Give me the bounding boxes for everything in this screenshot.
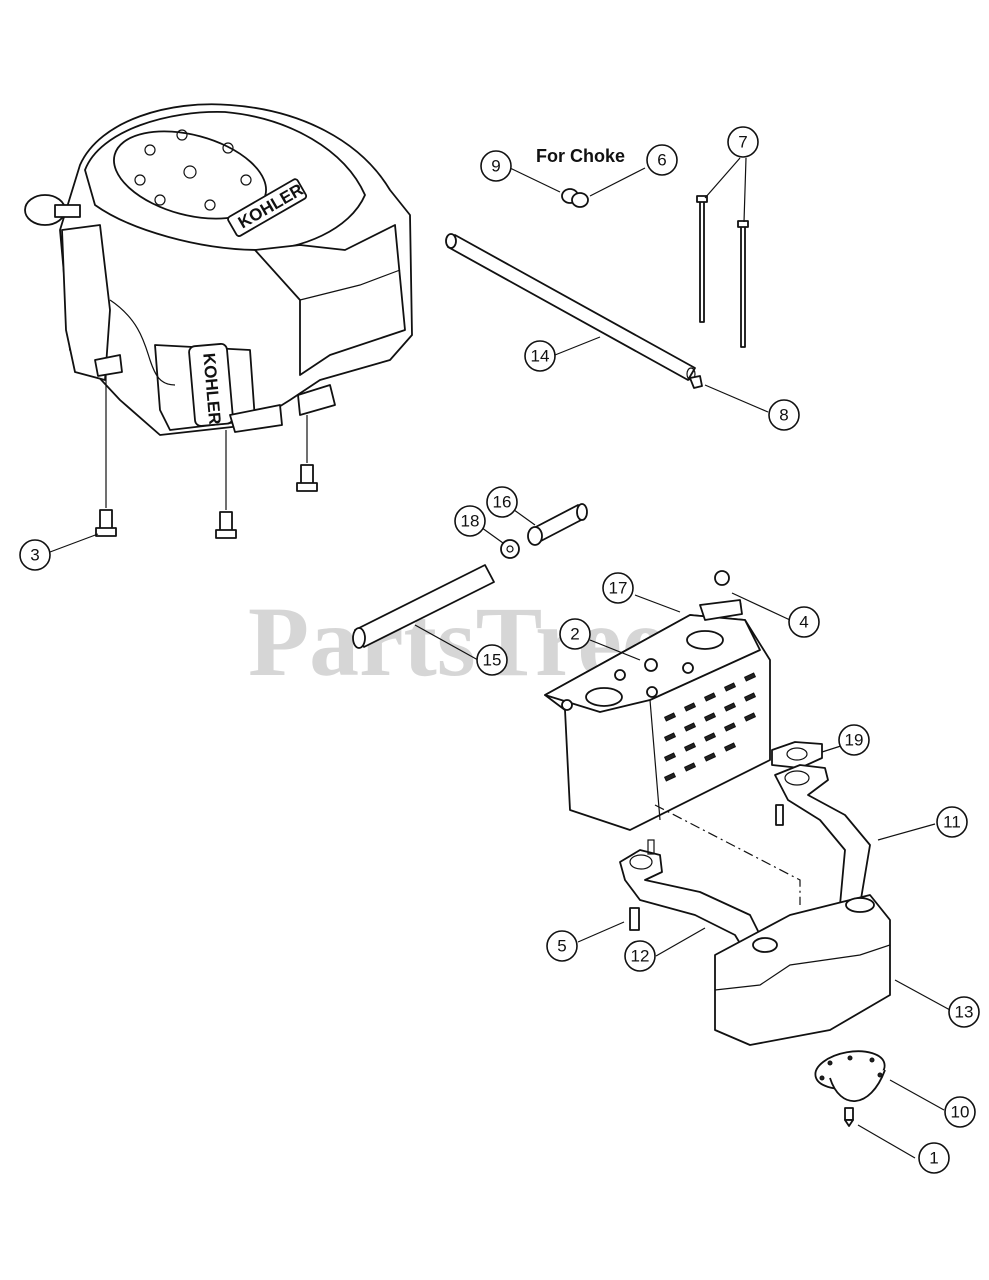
- deflector-part: [814, 1050, 886, 1102]
- clamp-part: [500, 539, 520, 559]
- callout-8: 8: [768, 399, 800, 431]
- svg-text:17: 17: [609, 579, 628, 598]
- engine-assembly: KOHLER KOHLER: [24, 103, 413, 436]
- svg-text:18: 18: [461, 512, 480, 531]
- callout-10: 10: [944, 1096, 976, 1128]
- cable-ties: [696, 195, 749, 348]
- callout-1: 1: [918, 1142, 950, 1174]
- heat-shield: [544, 570, 771, 831]
- svg-text:6: 6: [657, 151, 666, 170]
- clip-part: [689, 375, 703, 389]
- svg-text:1: 1: [929, 1149, 938, 1168]
- callout-4: 4: [788, 606, 820, 638]
- bolt-right: [296, 464, 318, 492]
- exhaust-pipe-left: [619, 839, 766, 961]
- svg-text:14: 14: [531, 347, 550, 366]
- callout-list: 1 2 3 4 5 6 7 8: [19, 126, 980, 1174]
- svg-text:16: 16: [493, 493, 512, 512]
- exhaust-pipe-right: [774, 764, 871, 906]
- callout-5: 5: [546, 930, 578, 962]
- callout-19: 19: [838, 724, 870, 756]
- callout-14: 14: [524, 340, 556, 372]
- svg-text:13: 13: [955, 1003, 974, 1022]
- svg-text:7: 7: [738, 133, 747, 152]
- callout-9: 9: [480, 150, 512, 182]
- svg-text:3: 3: [30, 546, 39, 565]
- callout-15: 15: [476, 644, 508, 676]
- choke-note: For Choke: [536, 146, 625, 166]
- svg-text:2: 2: [570, 625, 579, 644]
- alignment-line: [654, 804, 801, 905]
- svg-text:10: 10: [951, 1103, 970, 1122]
- engine-bolts: [95, 375, 318, 539]
- svg-text:11: 11: [943, 813, 961, 832]
- callout-6: 6: [646, 144, 678, 176]
- callout-11: 11: [936, 806, 968, 838]
- svg-text:9: 9: [491, 157, 500, 176]
- callout-16: 16: [486, 486, 518, 518]
- hose-part: [352, 564, 495, 649]
- rod-part: [445, 233, 696, 381]
- callout-3: 3: [19, 539, 51, 571]
- svg-text:12: 12: [631, 947, 650, 966]
- svg-text:15: 15: [483, 651, 502, 670]
- svg-text:8: 8: [779, 406, 788, 425]
- callout-18: 18: [454, 505, 486, 537]
- gasket-upper: [771, 741, 823, 769]
- callout-7: 7: [727, 126, 759, 158]
- choke-nuts: [561, 188, 589, 208]
- svg-text:4: 4: [799, 613, 808, 632]
- bolt-middle: [215, 511, 237, 539]
- callout-17: 17: [602, 572, 634, 604]
- leader-lines: [49, 157, 951, 1159]
- svg-text:19: 19: [845, 731, 864, 750]
- callout-12: 12: [624, 940, 656, 972]
- muffler-part: [714, 894, 891, 1046]
- fitting-part: [527, 503, 588, 546]
- bolt-left: [95, 509, 117, 537]
- callout-13: 13: [948, 996, 980, 1028]
- shield-vents: [663, 672, 757, 782]
- deflector-screw: [844, 1107, 854, 1127]
- svg-text:5: 5: [557, 937, 566, 956]
- callout-2: 2: [559, 618, 591, 650]
